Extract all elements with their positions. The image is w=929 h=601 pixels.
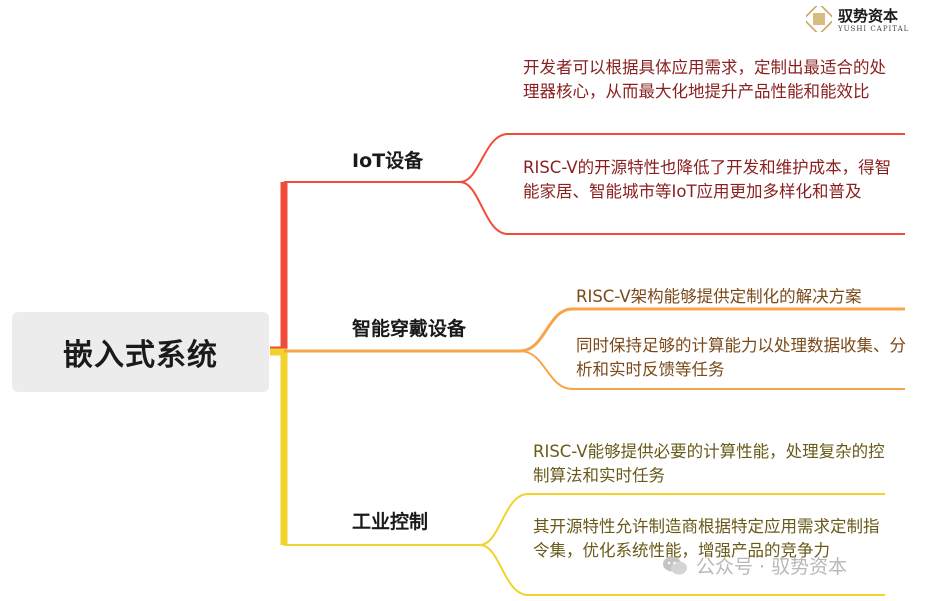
leaf-ind-2: 其开源特性允许制造商根据特定应用需求定制指令集，优化系统性能，增强产品的竞争力: [533, 517, 880, 560]
stem-iot-2: [459, 181, 905, 235]
logo-name-en: YUSHI CAPITAL: [838, 25, 910, 33]
stem-ind-2: [479, 544, 885, 596]
logo-name-cn: 驭势资本: [838, 7, 899, 25]
leaf-wear-2: 同时保持足够的计算能力以处理数据收集、分析和实时反馈等任务: [576, 336, 906, 379]
watermark-text: 公众号 · 驭势资本: [696, 556, 848, 578]
wechat-watermark: 公众号 · 驭势资本: [662, 552, 847, 579]
leaf-wear-1: RISC-V架构能够提供定制化的解决方案: [576, 287, 862, 306]
trunk-red: [270, 182, 288, 354]
logo-mark-icon: [806, 6, 832, 32]
branch-industrial: 工业控制: [352, 511, 429, 533]
leaf-iot-1: 开发者可以根据具体应用需求，定制出最适合的处理器核心，从而最大化地提升产品性能和…: [523, 58, 886, 101]
branch-wearables: 智能穿戴设备: [352, 318, 467, 340]
stem-wear-2: [519, 350, 905, 390]
trunk-yellow: [270, 348, 288, 545]
branch-iot: IoT设备: [352, 150, 424, 172]
leaf-iot-2: RISC-V的开源特性也降低了开发和维护成本，得智能家居、智能城市等IoT应用更…: [523, 158, 892, 201]
wechat-icon: [663, 556, 687, 574]
leaf-ind-1: RISC-V能够提供必要的计算性能，处理复杂的控制算法和实时任务: [533, 442, 885, 485]
company-logo: 驭势资本 YUSHI CAPITAL: [806, 4, 924, 36]
root-node: 嵌入式系统: [12, 312, 269, 392]
